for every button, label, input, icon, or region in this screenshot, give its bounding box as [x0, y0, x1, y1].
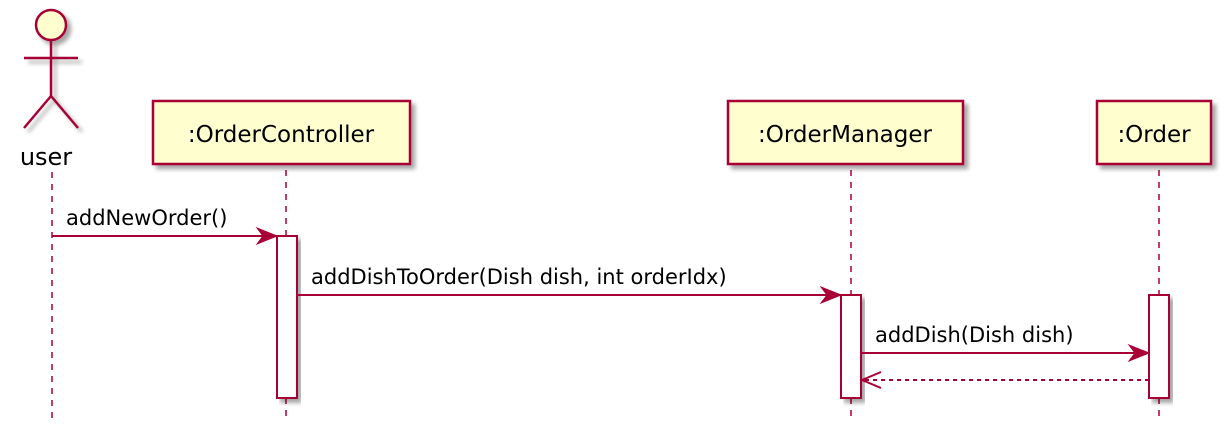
- activation-bar-order: [1148, 294, 1170, 399]
- participant-order-manager: :OrderManager: [726, 99, 965, 166]
- participant-order-controller: :OrderController: [151, 99, 412, 166]
- message-label: addDishToOrder(Dish dish, int orderIdx): [311, 265, 727, 289]
- message-add-new-order: addNewOrder(): [52, 206, 279, 246]
- actor-label: user: [20, 143, 72, 171]
- message-add-dish-to-order: addDishToOrder(Dish dish, int orderIdx): [297, 265, 843, 305]
- stick-figure-actor-icon: [23, 8, 79, 129]
- message-return: [859, 371, 1149, 389]
- participant-label: :OrderManager: [758, 122, 932, 148]
- message-label: addDish(Dish dish): [875, 323, 1074, 347]
- message-add-dish: addDish(Dish dish): [861, 323, 1151, 363]
- participant-label: :Order: [1117, 122, 1191, 148]
- activation-bar-order-manager: [840, 294, 862, 399]
- participant-order: :Order: [1095, 99, 1213, 166]
- participant-label: :OrderController: [188, 122, 375, 148]
- message-label: addNewOrder(): [66, 206, 227, 230]
- activation-bar-order-controller: [276, 235, 298, 399]
